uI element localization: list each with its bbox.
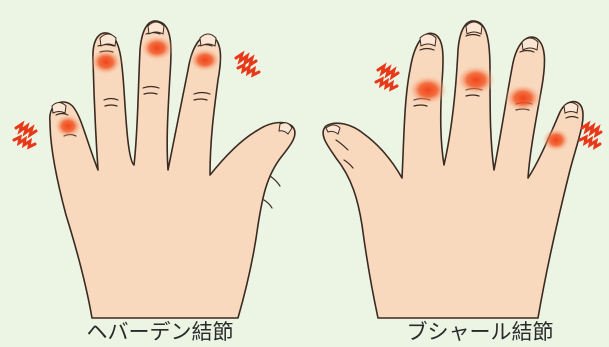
left-hand-outline <box>50 21 295 318</box>
pain-mark-icon <box>378 66 398 77</box>
pain-mark-icon <box>236 54 256 65</box>
pain-mark-icon <box>16 124 36 135</box>
pain-mark-icon <box>238 65 259 75</box>
left-hand-nails <box>52 22 292 134</box>
pain-mark-icon <box>14 137 35 147</box>
caption-heberden: ヘバーデン結節 <box>60 318 260 346</box>
pain-mark-icon <box>582 124 601 135</box>
pain-mark-icon <box>580 137 600 147</box>
left-hand <box>50 21 295 318</box>
pain-mark-icon <box>376 79 397 89</box>
right-hand-outline <box>323 21 583 318</box>
right-hand <box>323 21 583 318</box>
caption-bouchard: ブシャール結節 <box>380 318 580 346</box>
